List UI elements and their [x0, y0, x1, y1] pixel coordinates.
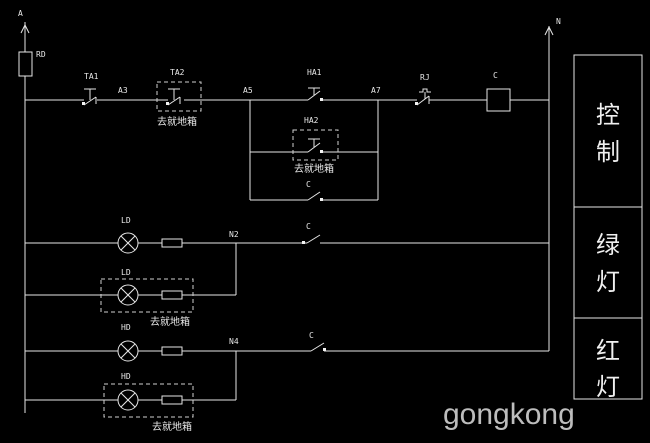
node-n2-label: N2: [229, 230, 239, 239]
hd-local-box: [103, 383, 194, 418]
legend-green-char2: 灯: [596, 268, 620, 296]
ta1-stop-button: [80, 88, 97, 106]
rj-label: RJ: [420, 73, 430, 82]
ta2-local-box: [156, 81, 202, 112]
hd-local-resistor: [161, 395, 183, 405]
ha1-start-button: [304, 87, 324, 101]
hd-local-lamp-icon: [117, 389, 139, 411]
rj-thermal-contact: [413, 88, 433, 106]
ha1-label: HA1: [307, 68, 322, 77]
legend-control-char1: 控: [596, 101, 620, 129]
phase-line-a: [20, 22, 30, 413]
coil-label: C: [493, 71, 498, 80]
green-row-wire: [25, 242, 549, 296]
node-n4-label: N4: [229, 337, 239, 346]
c-holding-contact: [304, 191, 324, 201]
function-legend-table: [573, 54, 643, 400]
start-parallel-branch: [249, 100, 379, 201]
ha2-label: HA2: [304, 116, 319, 125]
node-a3-label: A3: [118, 86, 128, 95]
ld-local-caption: 去就地箱: [150, 315, 190, 328]
c-contact-red: [307, 342, 328, 352]
fuse-label: RD: [36, 50, 46, 59]
c-holding-label: C: [306, 180, 311, 189]
ld-local-label: LD: [121, 268, 131, 277]
ha2-start-button: [304, 138, 324, 153]
legend-control-char2: 制: [596, 138, 620, 166]
hd-local-caption: 去就地箱: [152, 420, 192, 433]
ld-resistor: [161, 238, 183, 248]
c-green-label: C: [306, 222, 311, 231]
node-a5-label: A5: [243, 86, 253, 95]
hd-local-label: HD: [121, 372, 131, 381]
ld-local-box: [100, 278, 194, 313]
red-row-wire: [25, 350, 549, 401]
neutral-label: N: [556, 17, 561, 26]
watermark: gongkong: [443, 398, 575, 431]
ha2-local-box: [292, 129, 339, 161]
ld-lamp-icon: [117, 232, 139, 254]
ta2-label: TA2: [170, 68, 185, 77]
legend-red-char1: 红: [596, 337, 620, 365]
ta2-local-caption: 去就地箱: [157, 115, 197, 128]
ta2-stop-button: [164, 88, 181, 106]
ld-local-lamp-icon: [117, 284, 139, 306]
legend-green-char1: 绿: [596, 231, 620, 259]
hd-label: HD: [121, 323, 131, 332]
node-a7-label: A7: [371, 86, 381, 95]
ta1-label: TA1: [84, 72, 99, 81]
ha2-local-caption: 去就地箱: [294, 162, 334, 175]
c-contact-green: [302, 234, 324, 244]
contactor-coil-c: [486, 88, 511, 112]
phase-label: A: [18, 9, 23, 18]
neutral-line-n: [544, 25, 554, 351]
c-red-label: C: [309, 331, 314, 340]
hd-resistor: [161, 346, 183, 356]
hd-lamp-icon: [117, 340, 139, 362]
fuse-rd: [18, 51, 33, 77]
ld-local-resistor: [161, 290, 183, 300]
legend-red-char2: 灯: [596, 373, 620, 401]
ld-label: LD: [121, 216, 131, 225]
